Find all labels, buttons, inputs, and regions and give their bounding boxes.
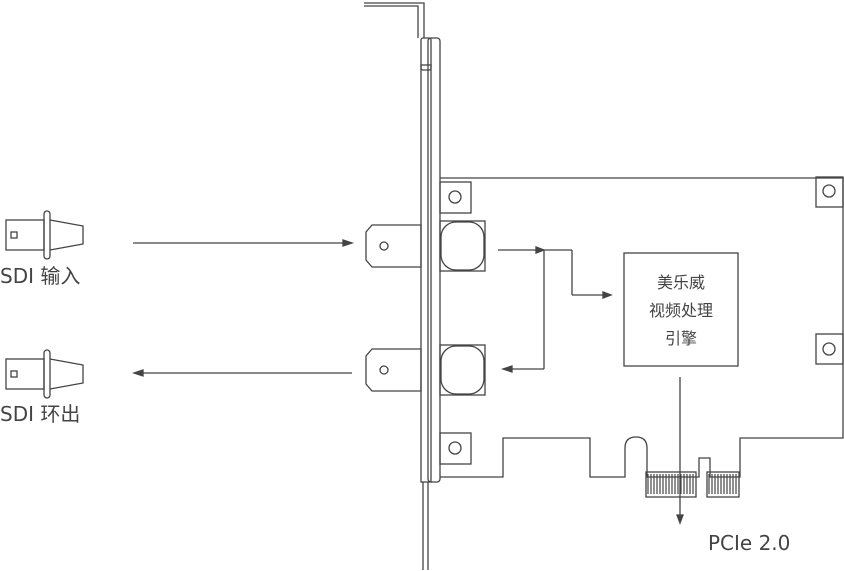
- output-arrow: [131, 369, 352, 377]
- engine-label-line1: 美乐威: [657, 273, 705, 292]
- video-engine-box: [623, 252, 739, 367]
- mounting-hole: [815, 333, 844, 365]
- bnc-connector-bottom: [365, 344, 486, 396]
- sdi-loop-out-connector: [5, 349, 84, 399]
- engine-label-line3: 引擎: [665, 329, 697, 348]
- input-arrow: [133, 239, 355, 247]
- mounting-hole: [815, 176, 844, 208]
- bnc-connector-top: [365, 220, 486, 272]
- sdi-input-connector: [5, 210, 84, 260]
- sdi-loop-out-label: SDI 环出: [0, 402, 80, 426]
- mounting-hole: [439, 432, 472, 465]
- pcie-gold-fingers: [706, 471, 740, 498]
- mounting-hole: [439, 181, 472, 214]
- pcb-board: [440, 177, 844, 478]
- pcie-label: PCIe 2.0: [708, 531, 790, 555]
- internal-routing: [498, 246, 684, 525]
- pcie-gold-fingers: [645, 471, 697, 498]
- metal-bracket: [364, 2, 441, 570]
- engine-label-line2: 视频处理: [649, 301, 713, 320]
- sdi-input-label: SDI 输入: [0, 264, 80, 288]
